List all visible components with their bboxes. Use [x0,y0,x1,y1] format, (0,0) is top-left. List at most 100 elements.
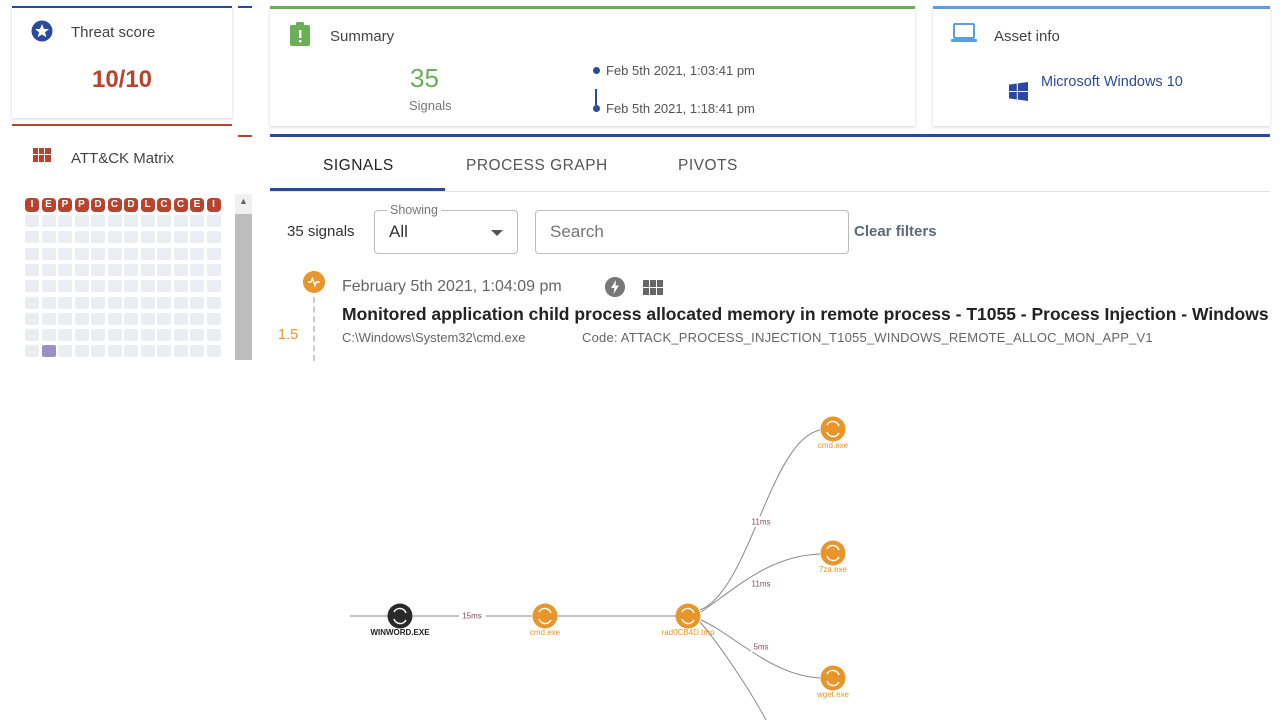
technique-cell[interactable] [74,231,89,244]
technique-cell[interactable] [74,263,89,276]
technique-cell[interactable] [124,329,138,342]
technique-cell[interactable] [91,231,105,244]
technique-cell[interactable] [140,296,155,309]
matrix-grid-icon[interactable] [643,280,663,295]
technique-cell[interactable] [206,215,221,227]
tab-pivots[interactable]: PIVOTS [678,157,738,174]
technique-cell[interactable] [107,263,122,276]
technique-cell[interactable] [91,312,105,325]
search-input[interactable] [535,210,849,254]
technique-cell[interactable] [107,215,122,227]
technique-cell[interactable] [140,215,155,227]
technique-cell[interactable] [140,231,155,244]
technique-cell[interactable] [74,215,89,227]
technique-cell[interactable] [124,280,138,293]
technique-cell[interactable] [74,329,89,342]
technique-cell[interactable] [107,345,122,358]
technique-cell[interactable] [157,215,171,227]
tactic-header[interactable]: C [173,198,188,212]
technique-cell[interactable] [173,329,188,342]
technique-cell[interactable] [41,247,56,260]
tactic-header[interactable]: D [91,198,105,212]
technique-cell[interactable] [58,215,72,227]
technique-cell[interactable] [107,296,122,309]
technique-cell[interactable] [91,296,105,309]
technique-cell[interactable] [25,329,39,342]
technique-cell[interactable] [58,247,72,260]
technique-cell[interactable] [173,312,188,325]
technique-cell[interactable] [107,280,122,293]
technique-cell[interactable] [190,312,204,325]
technique-cell[interactable] [25,345,39,358]
technique-cell[interactable] [124,296,138,309]
tactic-header[interactable]: I [25,198,39,212]
technique-cell[interactable] [74,312,89,325]
clear-filters-button[interactable]: Clear filters [854,223,937,240]
technique-cell[interactable] [190,231,204,244]
tactic-header[interactable]: E [41,198,56,212]
tab-process-graph[interactable]: PROCESS GRAPH [466,157,608,174]
technique-cell[interactable] [157,280,171,293]
technique-cell[interactable] [107,231,122,244]
technique-cell[interactable] [140,329,155,342]
technique-cell[interactable] [206,263,221,276]
technique-cell[interactable] [140,263,155,276]
technique-cell[interactable] [173,345,188,358]
technique-cell[interactable] [157,263,171,276]
process-graph[interactable]: 15ms 11ms 11ms 5ms WINWORD.EXE cmd.exe r… [0,360,1280,720]
technique-cell[interactable] [58,345,72,358]
technique-cell[interactable] [140,345,155,358]
technique-cell[interactable] [91,329,105,342]
technique-cell[interactable] [140,280,155,293]
technique-cell[interactable] [74,247,89,260]
technique-cell[interactable] [58,280,72,293]
technique-cell[interactable] [206,247,221,260]
technique-cell[interactable] [25,247,39,260]
tactic-header[interactable]: P [74,198,89,212]
tactic-header[interactable]: E [190,198,204,212]
tactic-header[interactable]: P [58,198,72,212]
technique-cell[interactable] [157,296,171,309]
technique-cell[interactable] [124,263,138,276]
technique-cell[interactable] [190,247,204,260]
graph-node-cmd2[interactable]: cmd.exe [818,416,849,451]
graph-node-7za[interactable]: 7za.exe [819,540,848,575]
tab-signals[interactable]: SIGNALS [323,157,394,174]
technique-cell[interactable] [58,263,72,276]
bolt-icon[interactable] [605,277,625,297]
technique-cell[interactable] [173,231,188,244]
technique-cell[interactable] [206,345,221,358]
technique-cell[interactable] [25,312,39,325]
technique-cell[interactable] [206,329,221,342]
technique-cell[interactable] [190,280,204,293]
technique-cell[interactable] [107,247,122,260]
technique-cell[interactable] [173,280,188,293]
technique-cell[interactable] [58,329,72,342]
technique-cell[interactable] [91,247,105,260]
technique-cell[interactable] [206,231,221,244]
technique-cell[interactable] [74,296,89,309]
technique-cell[interactable] [107,329,122,342]
graph-node-winword[interactable]: WINWORD.EXE [370,603,430,638]
technique-cell[interactable] [206,296,221,309]
technique-cell[interactable] [25,215,39,227]
graph-node-rad[interactable]: rad0CB4D.tmp [662,603,715,638]
technique-cell[interactable] [41,215,56,227]
technique-cell[interactable] [58,231,72,244]
technique-cell[interactable] [206,280,221,293]
technique-cell[interactable] [91,280,105,293]
technique-cell[interactable] [41,329,56,342]
graph-node-wget[interactable]: wget.exe [816,665,850,700]
technique-cell[interactable] [173,296,188,309]
technique-cell[interactable] [157,345,171,358]
technique-cell[interactable] [157,329,171,342]
technique-cell[interactable] [173,215,188,227]
technique-cell[interactable] [41,312,56,325]
showing-select[interactable]: Showing All [374,203,518,254]
technique-cell[interactable] [25,263,39,276]
technique-cell[interactable] [41,263,56,276]
technique-cell-highlighted[interactable] [41,345,56,358]
technique-cell[interactable] [91,215,105,227]
technique-cell[interactable] [140,312,155,325]
